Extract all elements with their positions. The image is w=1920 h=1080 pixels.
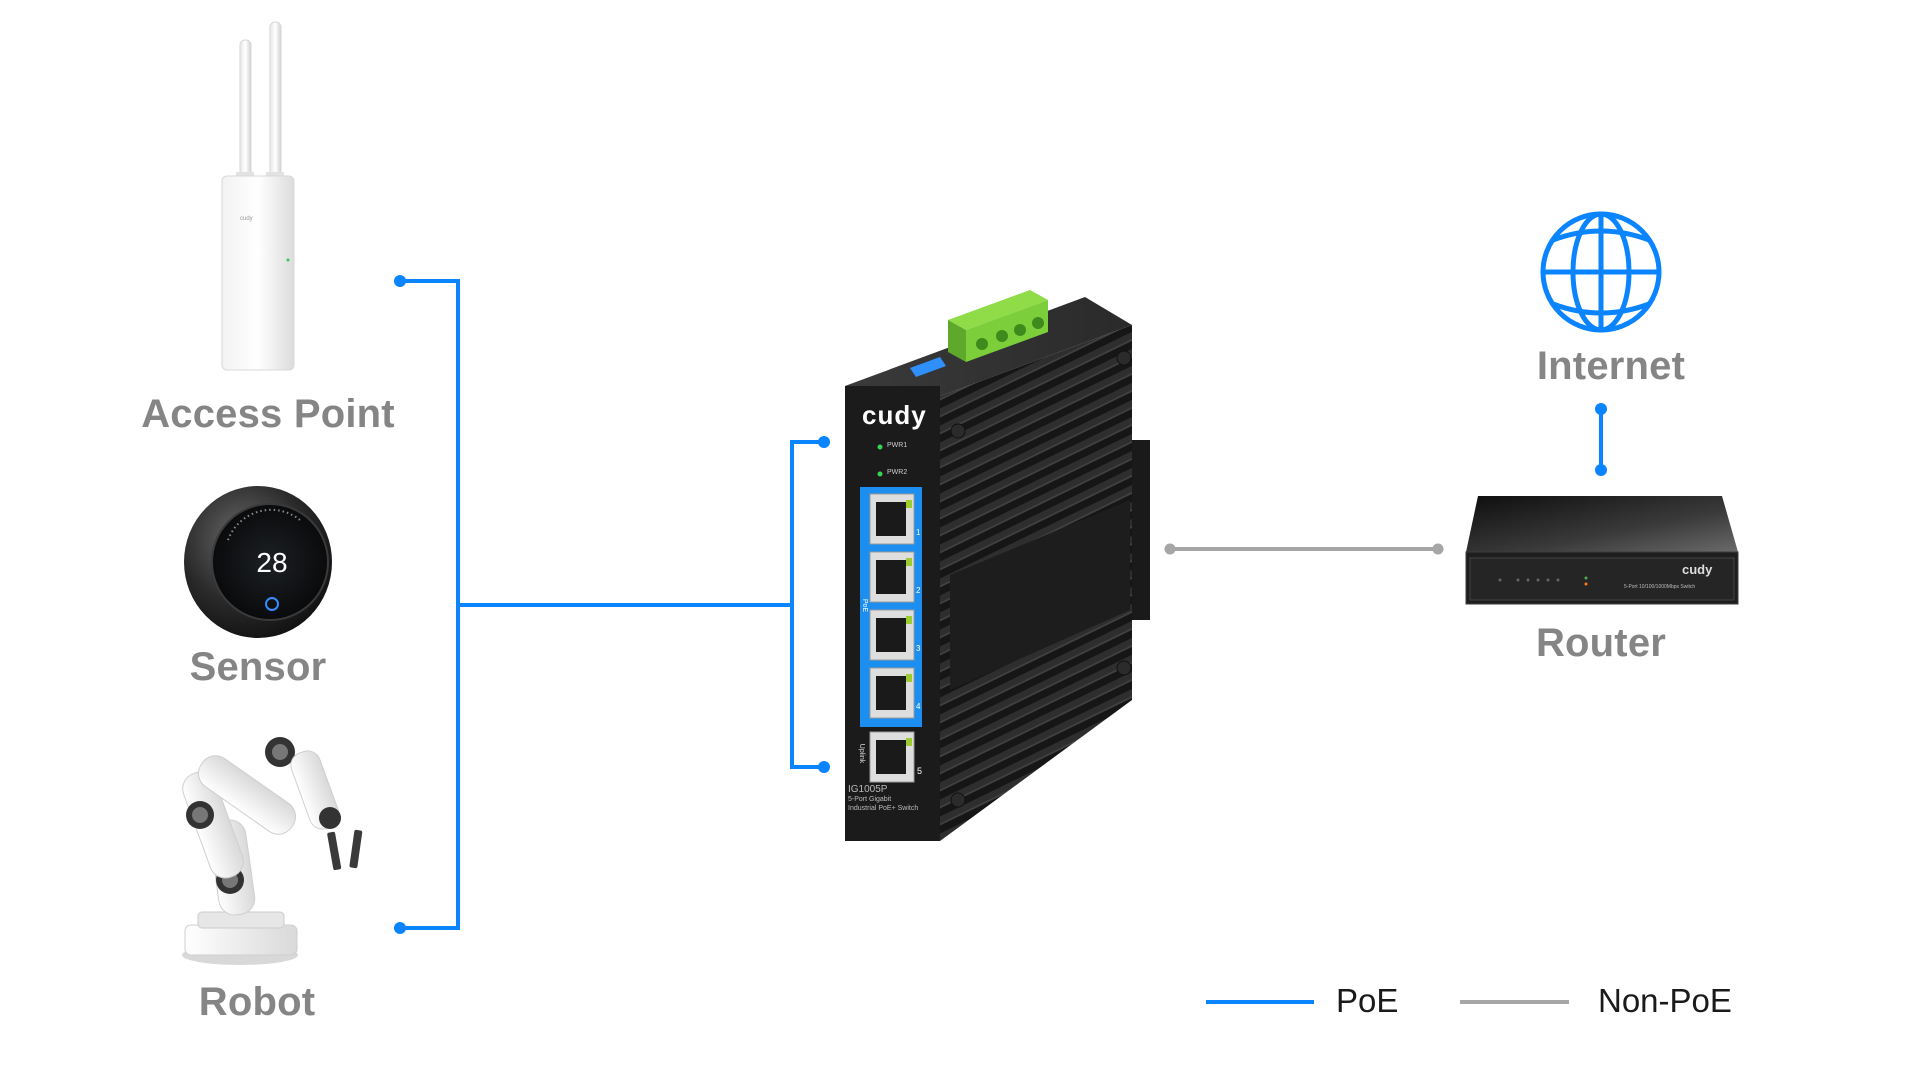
switch-desc-1: 5-Port Gigabit	[848, 796, 892, 803]
switch-top-face	[845, 297, 1132, 414]
label-router: Router	[1535, 621, 1667, 665]
connector-dot-switch-right	[1164, 543, 1176, 555]
switch-brand-logo: cudy	[862, 400, 927, 430]
port-number-1: 1	[916, 528, 921, 537]
port-led	[906, 738, 912, 746]
robot-joint-wrist	[319, 807, 341, 829]
legend-poe-label: PoE	[1336, 982, 1399, 1019]
switch-model: IG1005P	[848, 784, 888, 795]
legend-non-poe-label: Non-PoE	[1598, 982, 1732, 1019]
port-number-3: 3	[916, 644, 921, 653]
terminal-screw	[976, 338, 988, 350]
switch-bracket-line	[790, 440, 824, 769]
connector-dot-switch-bottom	[818, 761, 830, 773]
robot-middle-arm	[182, 771, 244, 879]
port-2-socket	[876, 560, 906, 594]
port-1-socket	[876, 502, 906, 536]
connector-dot-switch-top	[818, 436, 830, 448]
robot-joint-shoulder-cap	[272, 744, 288, 760]
port-number-5: 5	[917, 766, 923, 776]
poe-bracket-left	[400, 279, 824, 930]
screw-icon	[1116, 350, 1132, 366]
access-point-body	[221, 175, 295, 371]
ethernet-ports	[869, 493, 915, 783]
switch-desc-2: Industrial PoE+ Switch	[848, 805, 919, 812]
connector-dot-access-point	[394, 275, 406, 287]
din-rail-clip	[1128, 440, 1150, 620]
connector-dot-router-left	[1432, 543, 1444, 555]
connector-dot-router-top	[1595, 464, 1607, 476]
robot-joint-elbow-cap	[192, 807, 208, 823]
port-number-4: 4	[916, 702, 921, 711]
router-brand-logo: cudy	[1682, 562, 1713, 577]
label-robot: Robot	[198, 980, 316, 1024]
router-caption: 5-Port 10/100/1000Mbps Switch	[1624, 584, 1696, 590]
port-led	[906, 500, 912, 508]
ap-brand-mark: cudy	[240, 216, 253, 222]
robot-gripper-left	[327, 831, 342, 871]
terminal-screw	[1014, 324, 1026, 336]
connector-dot-internet	[1595, 403, 1607, 415]
port-4-socket	[876, 676, 906, 710]
switch-side-panel	[950, 500, 1130, 690]
terminal-screw	[1032, 317, 1044, 329]
switch-model-text: IG1005P 5-Port Gigabit Industrial PoE+ S…	[848, 785, 918, 813]
ap-status-led	[286, 258, 290, 262]
router-leds	[1498, 576, 1588, 586]
port-led	[906, 558, 912, 566]
pwr1-label: PWR1	[887, 442, 908, 449]
label-access-point: Access Point	[141, 392, 395, 436]
port-3-socket	[876, 618, 906, 652]
port-led	[906, 674, 912, 682]
dip-switch	[910, 357, 946, 377]
screw-icon	[950, 423, 966, 439]
port-5-socket	[876, 740, 906, 774]
screw-icon	[950, 792, 966, 808]
robot-upper-arm	[197, 755, 297, 835]
pwr2-label: PWR2	[887, 469, 908, 476]
label-sensor: Sensor	[189, 645, 327, 689]
port-number-2: 2	[916, 586, 921, 595]
robot-gripper-right	[349, 829, 363, 869]
power-terminal-block	[948, 290, 1048, 362]
sensor-indicator	[265, 597, 279, 611]
sensor-face	[211, 503, 329, 621]
router-front-bezel	[1469, 557, 1735, 601]
sensor-temperature: 28	[256, 547, 287, 578]
pwr2-led	[877, 471, 883, 477]
port-led	[906, 616, 912, 624]
label-internet: Internet	[1536, 344, 1686, 388]
router-top	[1466, 496, 1738, 552]
pwr1-led	[877, 444, 883, 450]
screw-icon	[1116, 660, 1132, 676]
connector-dot-robot	[394, 922, 406, 934]
terminal-screw	[996, 330, 1008, 342]
